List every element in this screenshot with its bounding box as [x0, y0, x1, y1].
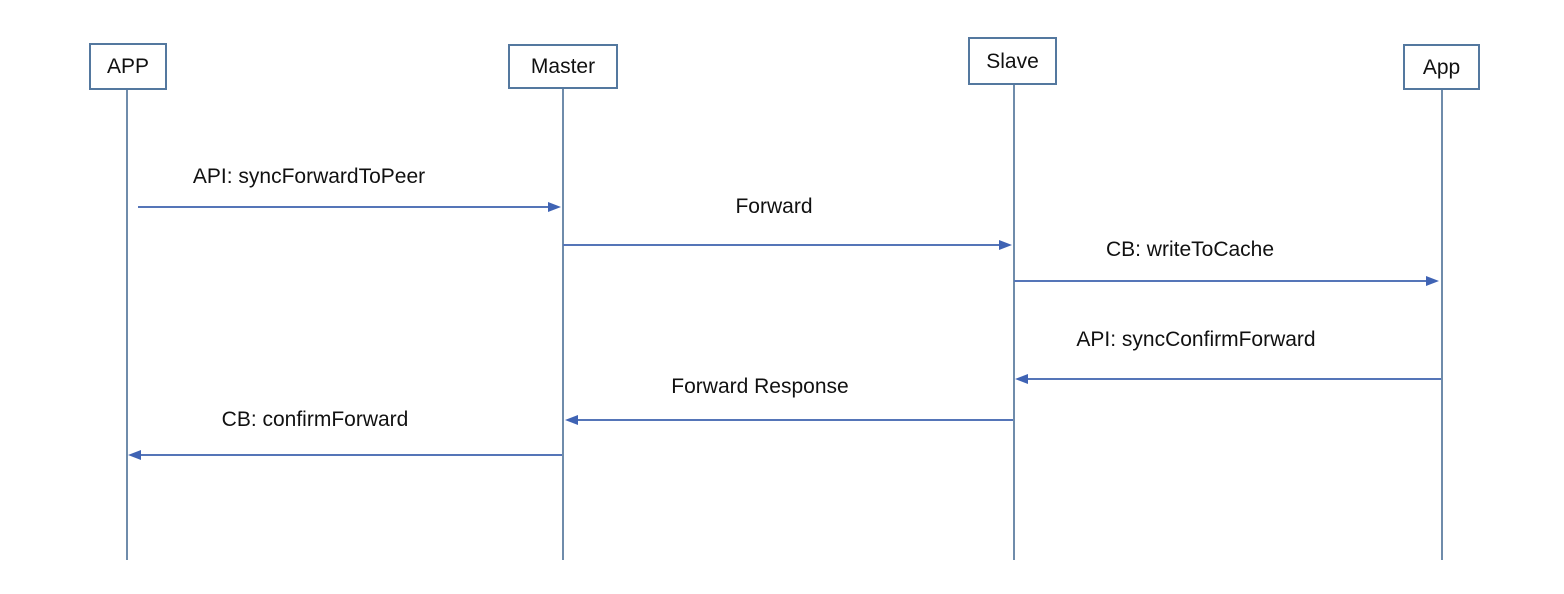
message-line — [1014, 280, 1428, 282]
actor-box-app-left: APP — [89, 43, 167, 90]
actor-label-slave: Slave — [986, 49, 1039, 73]
message-line — [1028, 378, 1441, 380]
arrowhead-right-icon — [999, 240, 1012, 250]
lifeline-master — [562, 89, 564, 560]
actor-label-app-left: APP — [106, 55, 150, 78]
message-line — [138, 206, 551, 208]
message-label: API: syncConfirmForward — [1076, 328, 1316, 351]
arrowhead-left-icon — [1015, 374, 1028, 384]
actor-label-master: Master — [530, 55, 596, 78]
message-line — [563, 244, 1002, 246]
message-line — [141, 454, 562, 456]
actor-box-master: Master — [508, 44, 618, 89]
arrowhead-left-icon — [565, 415, 578, 425]
lifeline-slave — [1013, 85, 1015, 560]
message-line — [578, 419, 1013, 421]
lifeline-app-left — [126, 90, 128, 560]
actor-box-slave: Slave — [968, 37, 1057, 85]
lifeline-app-right — [1441, 90, 1443, 560]
actor-label-app-right: App — [1422, 55, 1461, 79]
message-label: Forward — [735, 195, 813, 218]
message-label: Forward Response — [671, 375, 849, 398]
actor-box-app-right: App — [1403, 44, 1480, 90]
message-label: CB: writeToCache — [1105, 238, 1275, 261]
arrowhead-left-icon — [128, 450, 141, 460]
message-label: CB: confirmForward — [221, 408, 409, 431]
arrowhead-right-icon — [1426, 276, 1439, 286]
message-label: API: syncForwardToPeer — [192, 165, 426, 188]
arrowhead-right-icon — [548, 202, 561, 212]
